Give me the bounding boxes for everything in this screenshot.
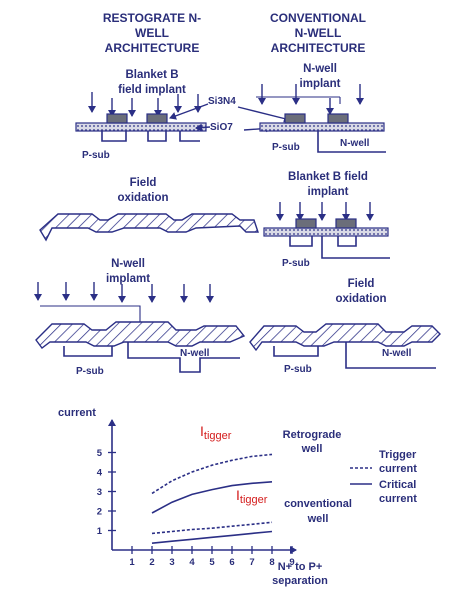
x-tick-label: 7: [249, 557, 254, 568]
retrograde-solid-series-line: [151, 481, 273, 514]
retrograde-annotation-line2: well: [301, 443, 323, 455]
nwell-label: N-well: [382, 348, 412, 359]
x-tick-label: 6: [229, 557, 234, 568]
chart-xlabel-line1: N+ to P+: [278, 561, 323, 573]
x-tick-label: 8: [269, 557, 274, 568]
itrigger-annotation-1: Itigger: [200, 423, 232, 442]
conventional-annotation-line2: well: [307, 513, 329, 525]
retrograde-nwell-implant-diagram: N-well implamt P-sub N-well: [34, 258, 246, 377]
field-ox-left-line2: oxidation: [117, 192, 168, 204]
retrograde-heading-line1: RESTOGRATE N-: [103, 11, 201, 25]
retrograde-step1-diagram: Blanket B field implant P-sub: [75, 69, 207, 161]
retrograde-annotation-line1: Retrograde: [283, 429, 342, 441]
conventional-dashed-series-line: [151, 521, 273, 535]
oxide-layer: [263, 227, 389, 237]
y-tick-group: 1 2 3 4 5: [97, 448, 116, 537]
conventional-heading-line1: CONVENTIONAL: [270, 11, 366, 25]
field-oxide-profile: [249, 323, 441, 352]
psub-label: P-sub: [76, 366, 104, 377]
nwell-implant-left-line1: N-well: [111, 258, 145, 270]
retrograde-heading-line3: ARCHITECTURE: [105, 41, 200, 55]
nitride-block: [295, 218, 317, 229]
retrograde-field-oxidation-diagram: Field oxidation: [39, 177, 259, 242]
blanket-left-label-line1: Blanket B: [125, 69, 178, 81]
blanket-left-label-line2: field implant: [118, 84, 186, 96]
nwell-label: N-well: [340, 138, 370, 149]
nitride-block: [106, 113, 128, 124]
nitride-block: [284, 113, 306, 124]
y-tick-label: 1: [97, 526, 103, 537]
implant-arrows: [34, 282, 214, 303]
nwell-implant-right-line1: N-well: [303, 63, 337, 75]
nwell-implant-left-line2: implamt: [106, 273, 150, 285]
field-oxide-profile: [39, 213, 259, 242]
blanket-right-line2: implant: [308, 186, 349, 198]
chart-xlabel-line2: separation: [272, 575, 328, 587]
psub-label: P-sub: [272, 142, 300, 153]
chart-ylabel: current: [58, 407, 96, 419]
conventional-heading-line2: N-WELL: [295, 26, 342, 40]
blanket-right-line1: Blanket B field: [288, 171, 368, 183]
psub-label: P-sub: [82, 150, 110, 161]
legend-trigger-line2: current: [379, 463, 417, 475]
itrigger-annotation-2: Itigger: [236, 487, 268, 506]
y-tick-label: 3: [97, 487, 102, 498]
conventional-annotation-line1: conventional: [284, 498, 352, 510]
y-tick-label: 5: [97, 448, 103, 459]
psub-label: P-sub: [284, 364, 312, 375]
conventional-heading: CONVENTIONAL N-WELL ARCHITECTURE: [270, 11, 366, 55]
nitride-block: [146, 113, 168, 124]
conventional-blanket-implant-diagram: Blanket B field implant P-sub: [263, 171, 390, 269]
retrograde-heading-line2: WELL: [135, 26, 169, 40]
implant-arrows: [276, 202, 374, 221]
y-tick-label: 2: [97, 507, 102, 518]
sio7-label: SiO7: [210, 122, 233, 133]
x-tick-label: 3: [169, 557, 174, 568]
material-callouts: Si3N4 SiO7: [169, 96, 291, 133]
implant-arrows: [88, 92, 202, 117]
series-group: [151, 453, 273, 544]
legend-trigger-line1: Trigger: [379, 449, 417, 461]
x-tick-label: 4: [189, 557, 195, 568]
legend-critical-line2: current: [379, 493, 417, 505]
legend-critical-line1: Critical: [379, 479, 416, 491]
field-ox-left-line1: Field: [130, 177, 157, 189]
x-tick-label: 1: [129, 557, 135, 568]
field-oxide-profile: [35, 321, 246, 349]
x-tick-label: 9: [289, 557, 294, 568]
conventional-field-oxidation-diagram: Field oxidation P-sub N-well: [249, 278, 441, 375]
implant-arrows: [258, 84, 364, 115]
conventional-heading-line3: ARCHITECTURE: [271, 41, 366, 55]
oxide-layer: [75, 122, 207, 132]
field-ox-right-line2: oxidation: [335, 293, 386, 305]
conventional-solid-series-line: [151, 530, 273, 544]
x-tick-label: 5: [209, 557, 215, 568]
oxide-layer: [259, 122, 385, 132]
si3n4-label: Si3N4: [208, 96, 236, 107]
y-tick-label: 4: [97, 468, 103, 479]
current-vs-separation-chart: current 1 2 3 4 5 1 2 3 4 5 6 7 8 9 N+ to P+ separat…: [58, 407, 417, 587]
retrograde-heading: RESTOGRATE N- WELL ARCHITECTURE: [103, 11, 201, 55]
psub-label: P-sub: [282, 258, 310, 269]
x-tick-label: 2: [149, 557, 154, 568]
nitride-block: [327, 113, 349, 124]
x-tick-group: 1 2 3 4 5 6 7 8 9: [129, 546, 295, 568]
field-ox-right-line1: Field: [348, 278, 375, 290]
conventional-step1-diagram: N-well implant P-sub N-well: [256, 63, 386, 153]
nwell-implant-right-line2: implant: [300, 78, 341, 90]
retrograde-dashed-series-line: [151, 453, 273, 495]
chart-legend: Trigger current Critical current: [350, 449, 417, 505]
nwell-label: N-well: [180, 348, 210, 359]
nitride-block: [335, 218, 357, 229]
